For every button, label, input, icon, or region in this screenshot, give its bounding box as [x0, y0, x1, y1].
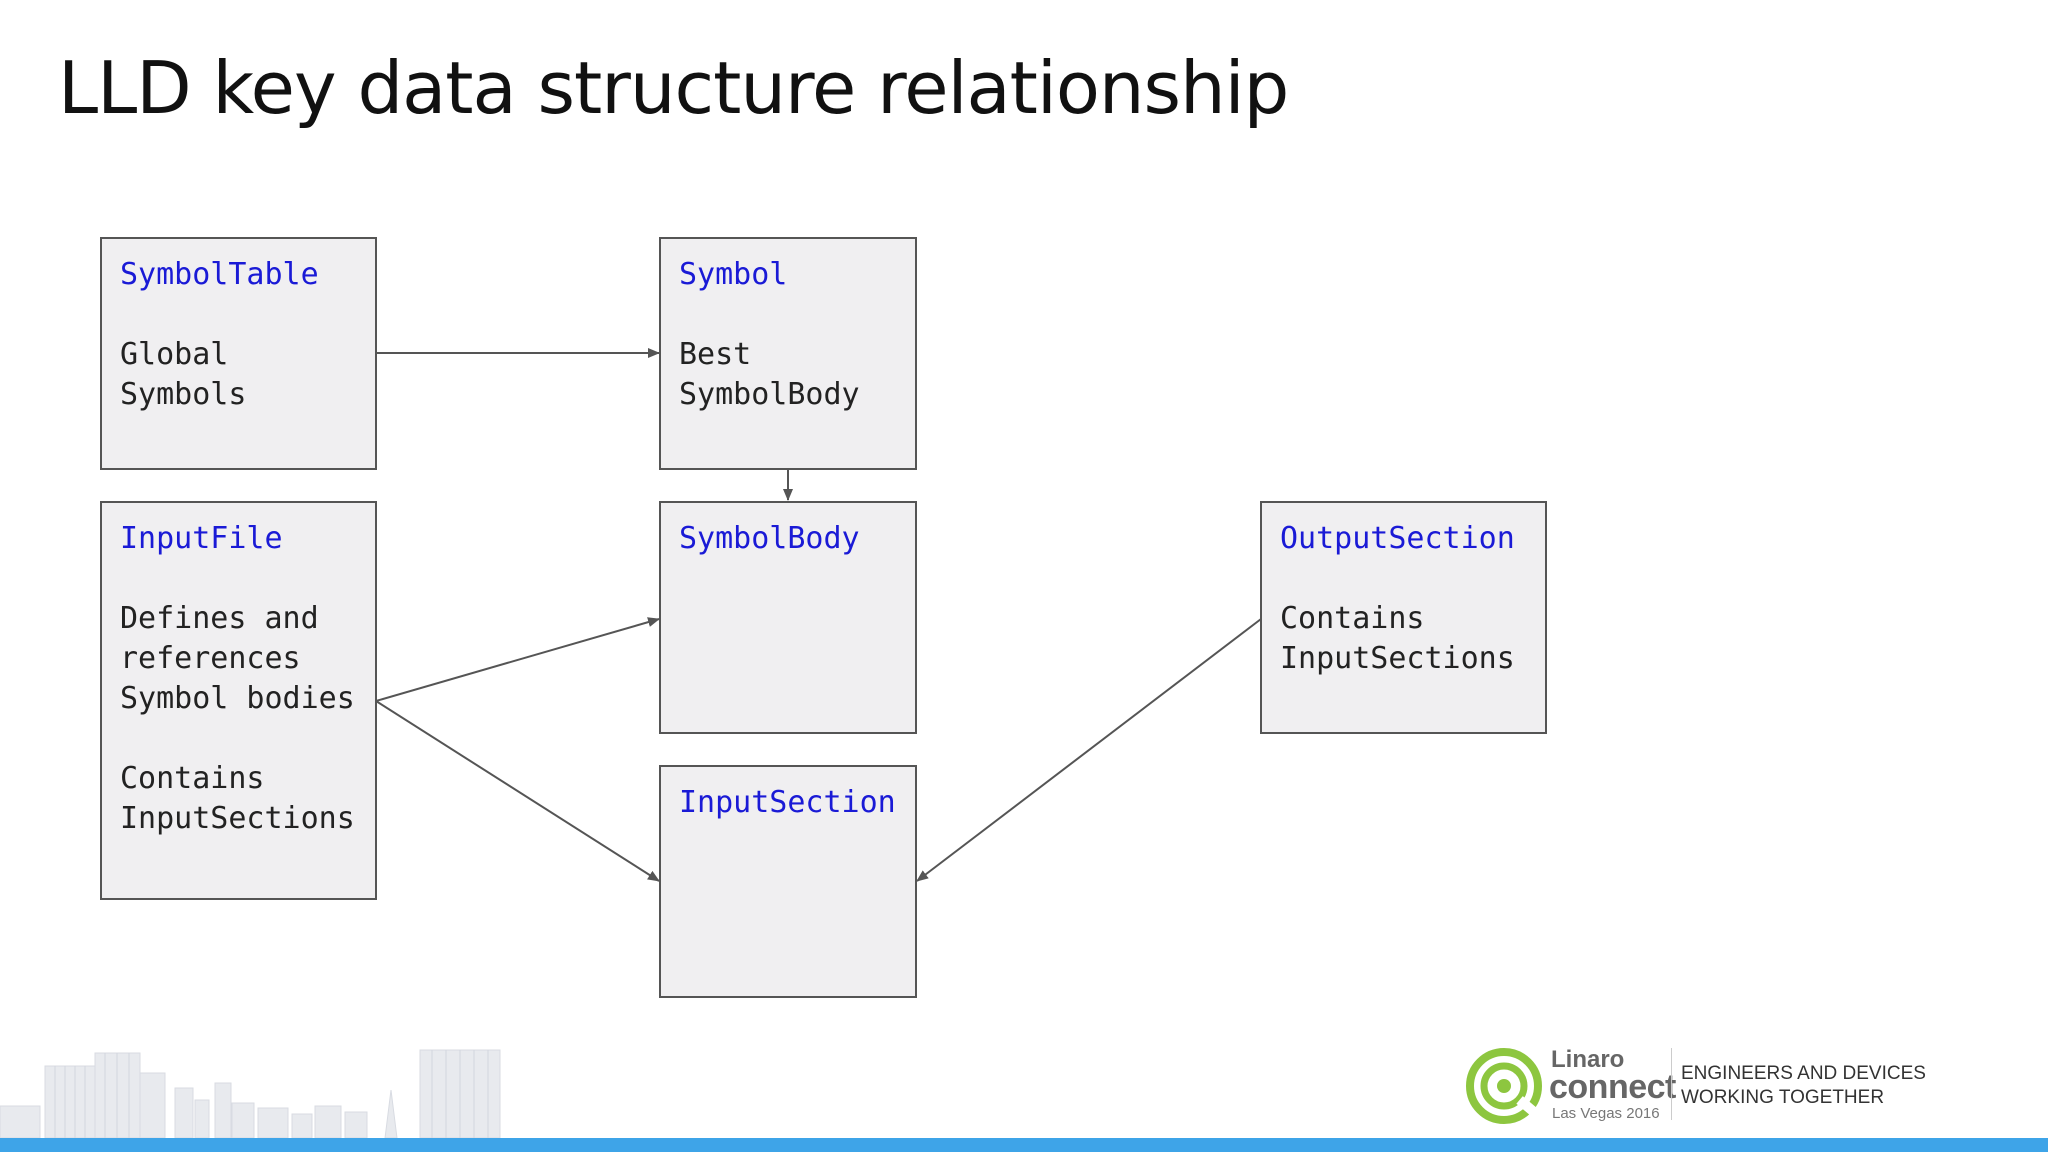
outputsection-title: OutputSection — [1280, 521, 1515, 556]
logo-location: Las Vegas 2016 — [1552, 1105, 1660, 1122]
logo-divider — [1671, 1048, 1672, 1120]
city-skyline-graphic — [0, 1049, 501, 1138]
inputfile-box: InputFile Defines and references Symbol … — [100, 501, 377, 900]
linaro-logo-icon — [1466, 1048, 1542, 1124]
tagline-line-2: WORKING TOGETHER — [1681, 1087, 1885, 1108]
symbol-title: Symbol — [679, 257, 788, 292]
arrow-inputfile-to-symbolbody — [375, 617, 660, 702]
tagline-line-1: ENGINEERS AND DEVICES — [1681, 1063, 1926, 1084]
symbol-box: Symbol Best SymbolBody — [659, 237, 917, 470]
inputfile-title: InputFile — [120, 521, 283, 556]
symbol-body: Best SymbolBody — [679, 337, 860, 412]
linaro-connect-logo: Linaro connect Las Vegas 2016 ENGINEERS … — [1465, 1044, 1945, 1124]
arrow-outputsection-to-inputsection — [916, 618, 1262, 882]
inputsection-box: InputSection — [659, 765, 917, 998]
symbolbody-box: SymbolBody — [659, 501, 917, 734]
logo-event: connect — [1549, 1068, 1676, 1106]
bottom-accent-bar — [0, 1138, 2048, 1152]
outputsection-box: OutputSection Contains InputSections — [1260, 501, 1547, 734]
symboltable-box: SymbolTable Global Symbols — [100, 237, 377, 470]
arrow-inputfile-to-inputsection — [375, 700, 660, 882]
inputfile-body: Defines and references Symbol bodies Con… — [120, 601, 355, 836]
symboltable-body: Global Symbols — [120, 337, 247, 412]
outputsection-body: Contains InputSections — [1280, 601, 1515, 676]
inputsection-title: InputSection — [679, 785, 896, 820]
slide-title: LLD key data structure relationship — [58, 46, 1289, 130]
logo-name: Linaro — [1551, 1046, 1625, 1073]
symboltable-title: SymbolTable — [120, 257, 319, 292]
logo-tagline: ENGINEERS AND DEVICES WORKING TOGETHER — [1681, 1062, 1926, 1110]
symbolbody-title: SymbolBody — [679, 521, 860, 556]
